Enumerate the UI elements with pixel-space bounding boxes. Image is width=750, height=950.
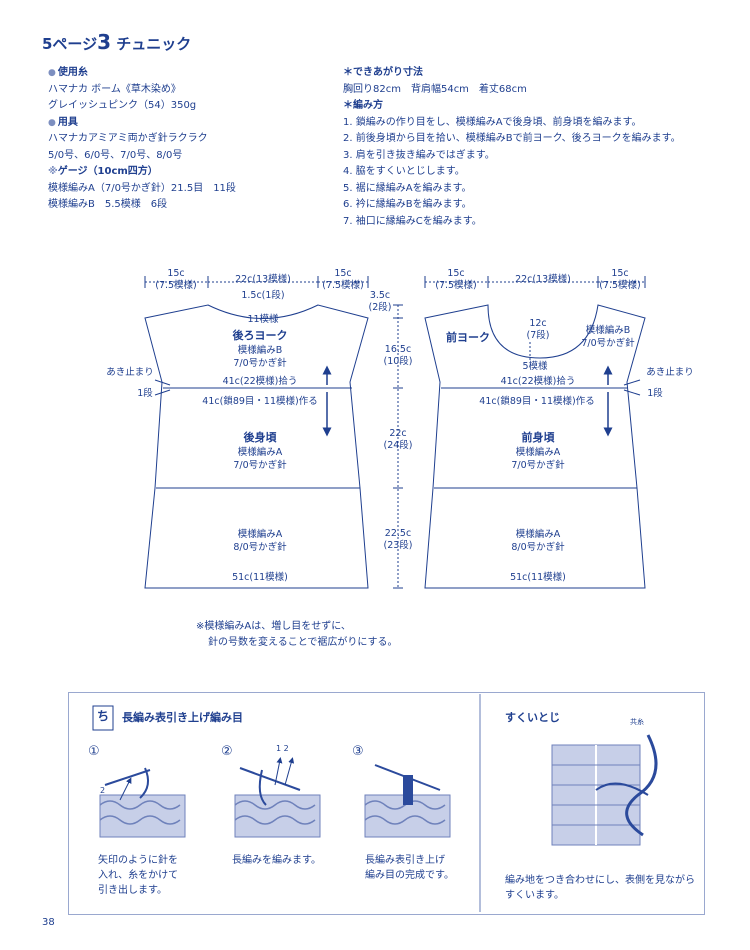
back-yoke-pattern: 模様編みB	[237, 345, 283, 356]
step2-arrow-label: 1 2	[276, 744, 289, 753]
step3-illustration	[364, 764, 451, 838]
yarn-line: ハマナカ ボーム《草木染め》	[48, 83, 181, 95]
sukui-text: 編み地をつき合わせにし、表側を見ながら すくいます。	[505, 875, 695, 901]
step1-illustration	[99, 767, 186, 838]
method-step: 3. 肩を引き抜き編みではぎます。	[343, 149, 495, 161]
front-yoke-pattern: 模様編みB	[585, 325, 631, 336]
pattern-note: ※模様編みAは、増し目をせずに、 針の号数を変えることで裾広がりにする。	[196, 621, 398, 648]
back-neck-depth: 1.5c(1段)	[241, 290, 285, 301]
front-lower-hook: 8/0号かぎ針	[511, 542, 565, 553]
sukui-illustration	[551, 734, 658, 846]
back-body-pattern: 模様編みA	[237, 447, 283, 458]
tools-line: 5/0号、6/0号、7/0号、8/0号	[48, 149, 183, 161]
step1-number: ①	[88, 744, 100, 759]
page-number: 38	[42, 917, 55, 928]
front-pickup-dim: 41c(22模様)拾う	[500, 376, 576, 387]
front-yoke-title: 前ヨーク	[446, 331, 490, 344]
back-lower-pattern: 模様編みA	[237, 529, 283, 540]
materials-section: 使用糸 ハマナカ ボーム《草木染め》 グレイッシュピンク（54）350g 用具 …	[48, 65, 236, 214]
front-chain-dim: 41c(鎖89目・11模様)作る	[479, 396, 595, 407]
tutorial-box	[68, 692, 705, 915]
front-piece-outline	[424, 304, 646, 589]
step2-illustration	[234, 757, 321, 838]
back-top-right-dim: 15c(7.5模様)	[322, 268, 364, 291]
method-step: 4. 脇をすくいとじします。	[343, 166, 465, 177]
body-upper-dim: 22c(24段)	[383, 428, 413, 451]
back-top-mid-dim: 22c(13模様)	[235, 274, 291, 285]
finished-size: 胸回り82cm 背肩幅54cm 着丈68cm	[343, 83, 527, 95]
gauge-line: 模様編みA（7/0号かぎ針）21.5目 11段	[48, 182, 236, 194]
pattern-title: チュニック	[116, 35, 192, 53]
back-yoke-hook: 7/0号かぎ針	[233, 358, 287, 369]
front-top-mid-dim: 22c(13模様)	[515, 274, 571, 285]
method-heading: ＊編み方	[343, 100, 383, 111]
step1-text: 矢印のように針を 入れ、糸をかけて 引き出します。	[98, 855, 179, 896]
back-body-title: 後身頃	[243, 431, 277, 444]
front-top-right-dim: 15c(7.5模様)	[599, 268, 641, 291]
front-row1-label: 1段	[647, 388, 663, 399]
front-open-label: あき止まり	[646, 367, 694, 378]
step3-text: 長編み表引き上げ 編み目の完成です。	[365, 855, 454, 881]
shoulder-dim: 3.5c(2段)	[368, 290, 392, 313]
back-lower-hook: 8/0号かぎ針	[233, 542, 287, 553]
back-chain-dim: 41c(鎖89目・11模様)作る	[202, 396, 318, 407]
tools-heading: 用具	[48, 115, 236, 132]
back-hem-dim: 51c(11模様)	[232, 572, 288, 583]
back-body-hook: 7/0号かぎ針	[233, 460, 287, 471]
front-yoke-hook: 7/0号かぎ針	[581, 338, 635, 349]
method-section: ＊できあがり寸法 胸回り82cm 背肩幅54cm 着丈68cm ＊編み方 1. …	[343, 65, 681, 230]
gauge-heading: ※ゲージ（10cm四方）	[48, 166, 158, 177]
finished-heading: ＊できあがり寸法	[343, 67, 423, 78]
front-top-left-dim: 15c(7.5模様)	[435, 268, 477, 291]
front-neck-count: 5模様	[522, 361, 548, 372]
yoke-height-dim: 16.5c(10段)	[383, 344, 413, 367]
back-pickup-dim: 41c(22模様)拾う	[222, 376, 298, 387]
page-ref: 5ページ	[42, 35, 98, 53]
back-piece-outline	[144, 304, 369, 589]
yarn-line: グレイッシュピンク（54）350g	[48, 100, 197, 111]
front-body-hook: 7/0号かぎ針	[511, 460, 565, 471]
method-step: 7. 袖口に縁編みCを編みます。	[343, 215, 482, 227]
body-lower-dim: 22.5c(23段)	[383, 528, 413, 551]
page-title: 5ページ3 チュニック	[42, 30, 191, 55]
step1-arrow-label: 2	[100, 786, 106, 795]
yarn-heading: 使用糸	[48, 65, 236, 82]
gauge-line: 模様編みB 5.5模様 6段	[48, 199, 168, 210]
front-hem-dim: 51c(11模様)	[510, 572, 566, 583]
front-body-pattern: 模様編みA	[515, 447, 561, 458]
front-body-title: 前身頃	[521, 431, 555, 444]
method-step: 1. 鎖編みの作り目をし、模様編みAで後身頃、前身頃を編みます。	[343, 116, 642, 128]
front-lower-pattern: 模様編みA	[515, 529, 561, 540]
sukui-yarn-label: 共糸	[630, 718, 644, 726]
back-neck-count: 11模様	[247, 314, 279, 325]
pattern-number: 3	[97, 30, 112, 54]
step2-number: ②	[221, 744, 233, 759]
back-row1-label: 1段	[137, 388, 153, 399]
back-top-left-dim: 15c(7.5模様)	[155, 268, 197, 291]
method-step: 6. 衿に縁編みBを編みます。	[343, 199, 472, 210]
tutorial-title: 長編み表引き上げ編み目	[122, 711, 243, 724]
back-yoke-title: 後ろヨーク	[232, 329, 288, 342]
method-step: 2. 前後身頃から目を拾い、模様編みBで前ヨーク、後ろヨークを編みます。	[343, 133, 681, 144]
method-step: 5. 裾に縁編みAを編みます。	[343, 182, 472, 194]
tools-line: ハマナカアミアミ両かぎ針ラクラク	[48, 133, 208, 144]
sukui-title: すくいとじ	[505, 711, 560, 724]
step3-number: ③	[352, 744, 364, 759]
back-open-label: あき止まり	[106, 367, 154, 378]
stitch-symbol: ち	[97, 709, 110, 723]
step2-text: 長編みを編みます。	[232, 855, 321, 866]
front-neck-depth: 12c(7段)	[520, 318, 556, 342]
